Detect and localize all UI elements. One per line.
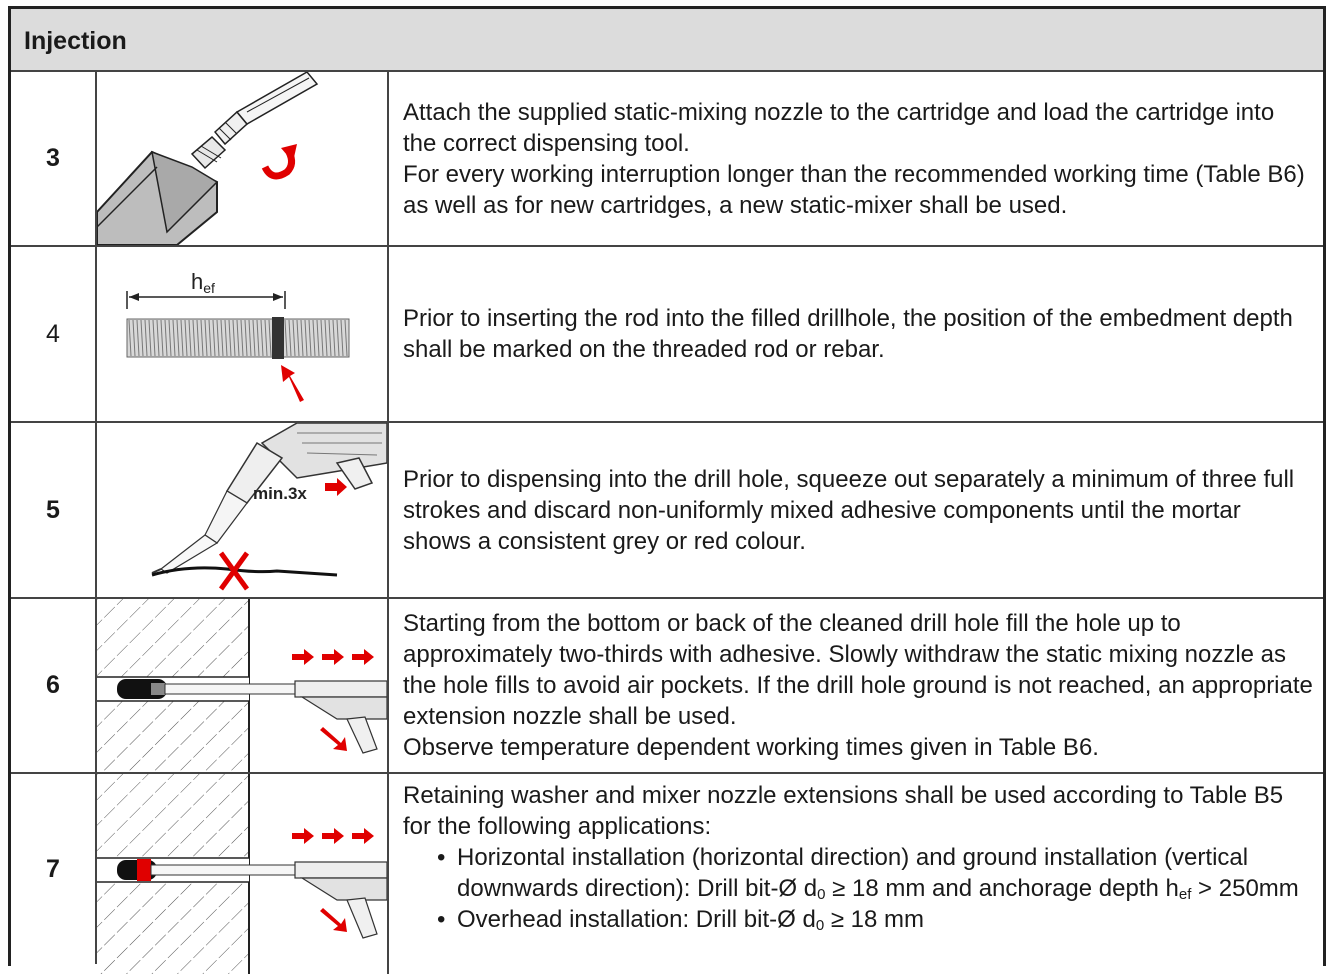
paragraph: For every working interruption longer th… bbox=[403, 160, 1305, 219]
paragraph: Prior to inserting the rod into the fill… bbox=[403, 305, 1293, 363]
step-row-5: 5 min.3x Prior to dispensing in bbox=[11, 423, 1323, 599]
paragraph: Prior to dispensing into the drill hole,… bbox=[403, 465, 1295, 555]
injection-table: Injection 3 bbox=[8, 6, 1326, 974]
step-number: 4 bbox=[11, 247, 97, 421]
cartridge-nozzle-illustration bbox=[97, 72, 389, 245]
min-strokes-label: min.3x bbox=[253, 484, 307, 503]
step-description: Prior to dispensing into the drill hole,… bbox=[389, 423, 1323, 597]
step-description: Prior to inserting the rod into the fill… bbox=[389, 247, 1323, 421]
step-row-3: 3 Attach the bbox=[11, 72, 1323, 247]
table-title: Injection bbox=[24, 27, 127, 55]
drill-hole-fill-illustration bbox=[97, 599, 389, 772]
table-header: Injection bbox=[11, 9, 1323, 72]
drill-hole-washer-illustration bbox=[97, 774, 389, 974]
step-row-4: 4 hef Prior to inserting the rod into th… bbox=[11, 247, 1323, 423]
paragraph: Observe temperature dependent working ti… bbox=[403, 734, 1099, 761]
paragraph: Attach the supplied static-mixing nozzle… bbox=[403, 98, 1275, 157]
step-description: Starting from the bottom or back of the … bbox=[389, 599, 1323, 772]
step-number: 7 bbox=[11, 774, 97, 964]
threaded-rod-illustration: hef bbox=[97, 247, 389, 421]
list-item: Overhead installation: Drill bit-Ø d0 ≥ … bbox=[403, 904, 1313, 935]
dispensing-gun-illustration: min.3x bbox=[97, 423, 389, 597]
step-number: 5 bbox=[11, 423, 97, 597]
step-row-6: 6 bbox=[11, 599, 1323, 774]
step-number: 6 bbox=[11, 599, 97, 772]
hef-label: hef bbox=[191, 269, 215, 296]
paragraph: Starting from the bottom or back of the … bbox=[403, 610, 1313, 730]
step-row-7: 7 bbox=[11, 774, 1323, 974]
step-description: Attach the supplied static-mixing nozzle… bbox=[389, 72, 1323, 245]
list-item: Horizontal installation (horizontal dire… bbox=[403, 842, 1313, 904]
step-description: Retaining washer and mixer nozzle extens… bbox=[389, 774, 1323, 974]
bullet-list: Horizontal installation (horizontal dire… bbox=[403, 842, 1313, 935]
step-number: 3 bbox=[11, 72, 97, 245]
paragraph: Retaining washer and mixer nozzle extens… bbox=[403, 782, 1284, 840]
